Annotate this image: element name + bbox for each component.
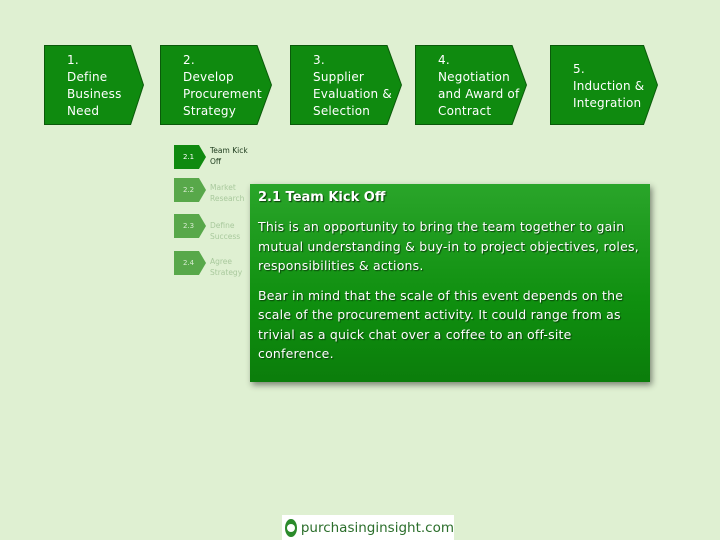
- substep-2-4-chevron[interactable]: 2.4: [174, 251, 206, 275]
- purchasinginsight-logo[interactable]: purchasinginsight.com: [282, 515, 454, 540]
- step-5-label: 5. Induction & Integration: [573, 62, 645, 110]
- step-4-label: 4. Negotiation and Award of Contract: [438, 53, 520, 118]
- step-2-chevron[interactable]: 2. Develop Procurement Strategy: [161, 46, 271, 124]
- substep-2-4-label: Agree Strategy: [210, 257, 243, 277]
- substep-2-3-label: Define Success: [210, 221, 241, 241]
- step-4-chevron[interactable]: 4. Negotiation and Award of Contract: [416, 46, 526, 124]
- step-1-label: 1. Define Business Need: [67, 53, 122, 118]
- substep-2-3-chevron[interactable]: 2.3: [174, 214, 206, 238]
- substep-2-4-num: 2.4: [183, 259, 195, 267]
- panel-title: 2.1 Team Kick Off: [258, 190, 386, 205]
- detail-panel: 2.1 Team Kick Off This is an opportunity…: [250, 184, 650, 382]
- substep-2-2-num: 2.2: [183, 186, 195, 194]
- substep-2-2-label: Market Research: [210, 183, 245, 203]
- substep-2-1-label: Team Kick Off: [210, 146, 248, 166]
- panel-paragraph-1: This is an opportunity to bring the team…: [258, 219, 639, 273]
- step-5-chevron[interactable]: 5. Induction & Integration: [551, 46, 657, 124]
- step-3-label: 3. Supplier Evaluation & Selection: [313, 53, 392, 118]
- substep-2-1-chevron[interactable]: 2.1: [174, 145, 206, 169]
- substep-2-1-num: 2.1: [183, 153, 195, 161]
- logo-circle-icon: [285, 518, 297, 537]
- substep-2-3-num: 2.3: [183, 222, 195, 230]
- step-1-chevron[interactable]: 1. Define Business Need: [45, 46, 143, 124]
- step-3-chevron[interactable]: 3. Supplier Evaluation & Selection: [291, 46, 401, 124]
- step-2-label: 2. Develop Procurement Strategy: [183, 53, 262, 118]
- logo-text: purchasinginsight.com: [300, 519, 454, 536]
- panel-paragraph-2: Bear in mind that the scale of this even…: [258, 287, 624, 362]
- substep-2-2-chevron[interactable]: 2.2: [174, 178, 206, 202]
